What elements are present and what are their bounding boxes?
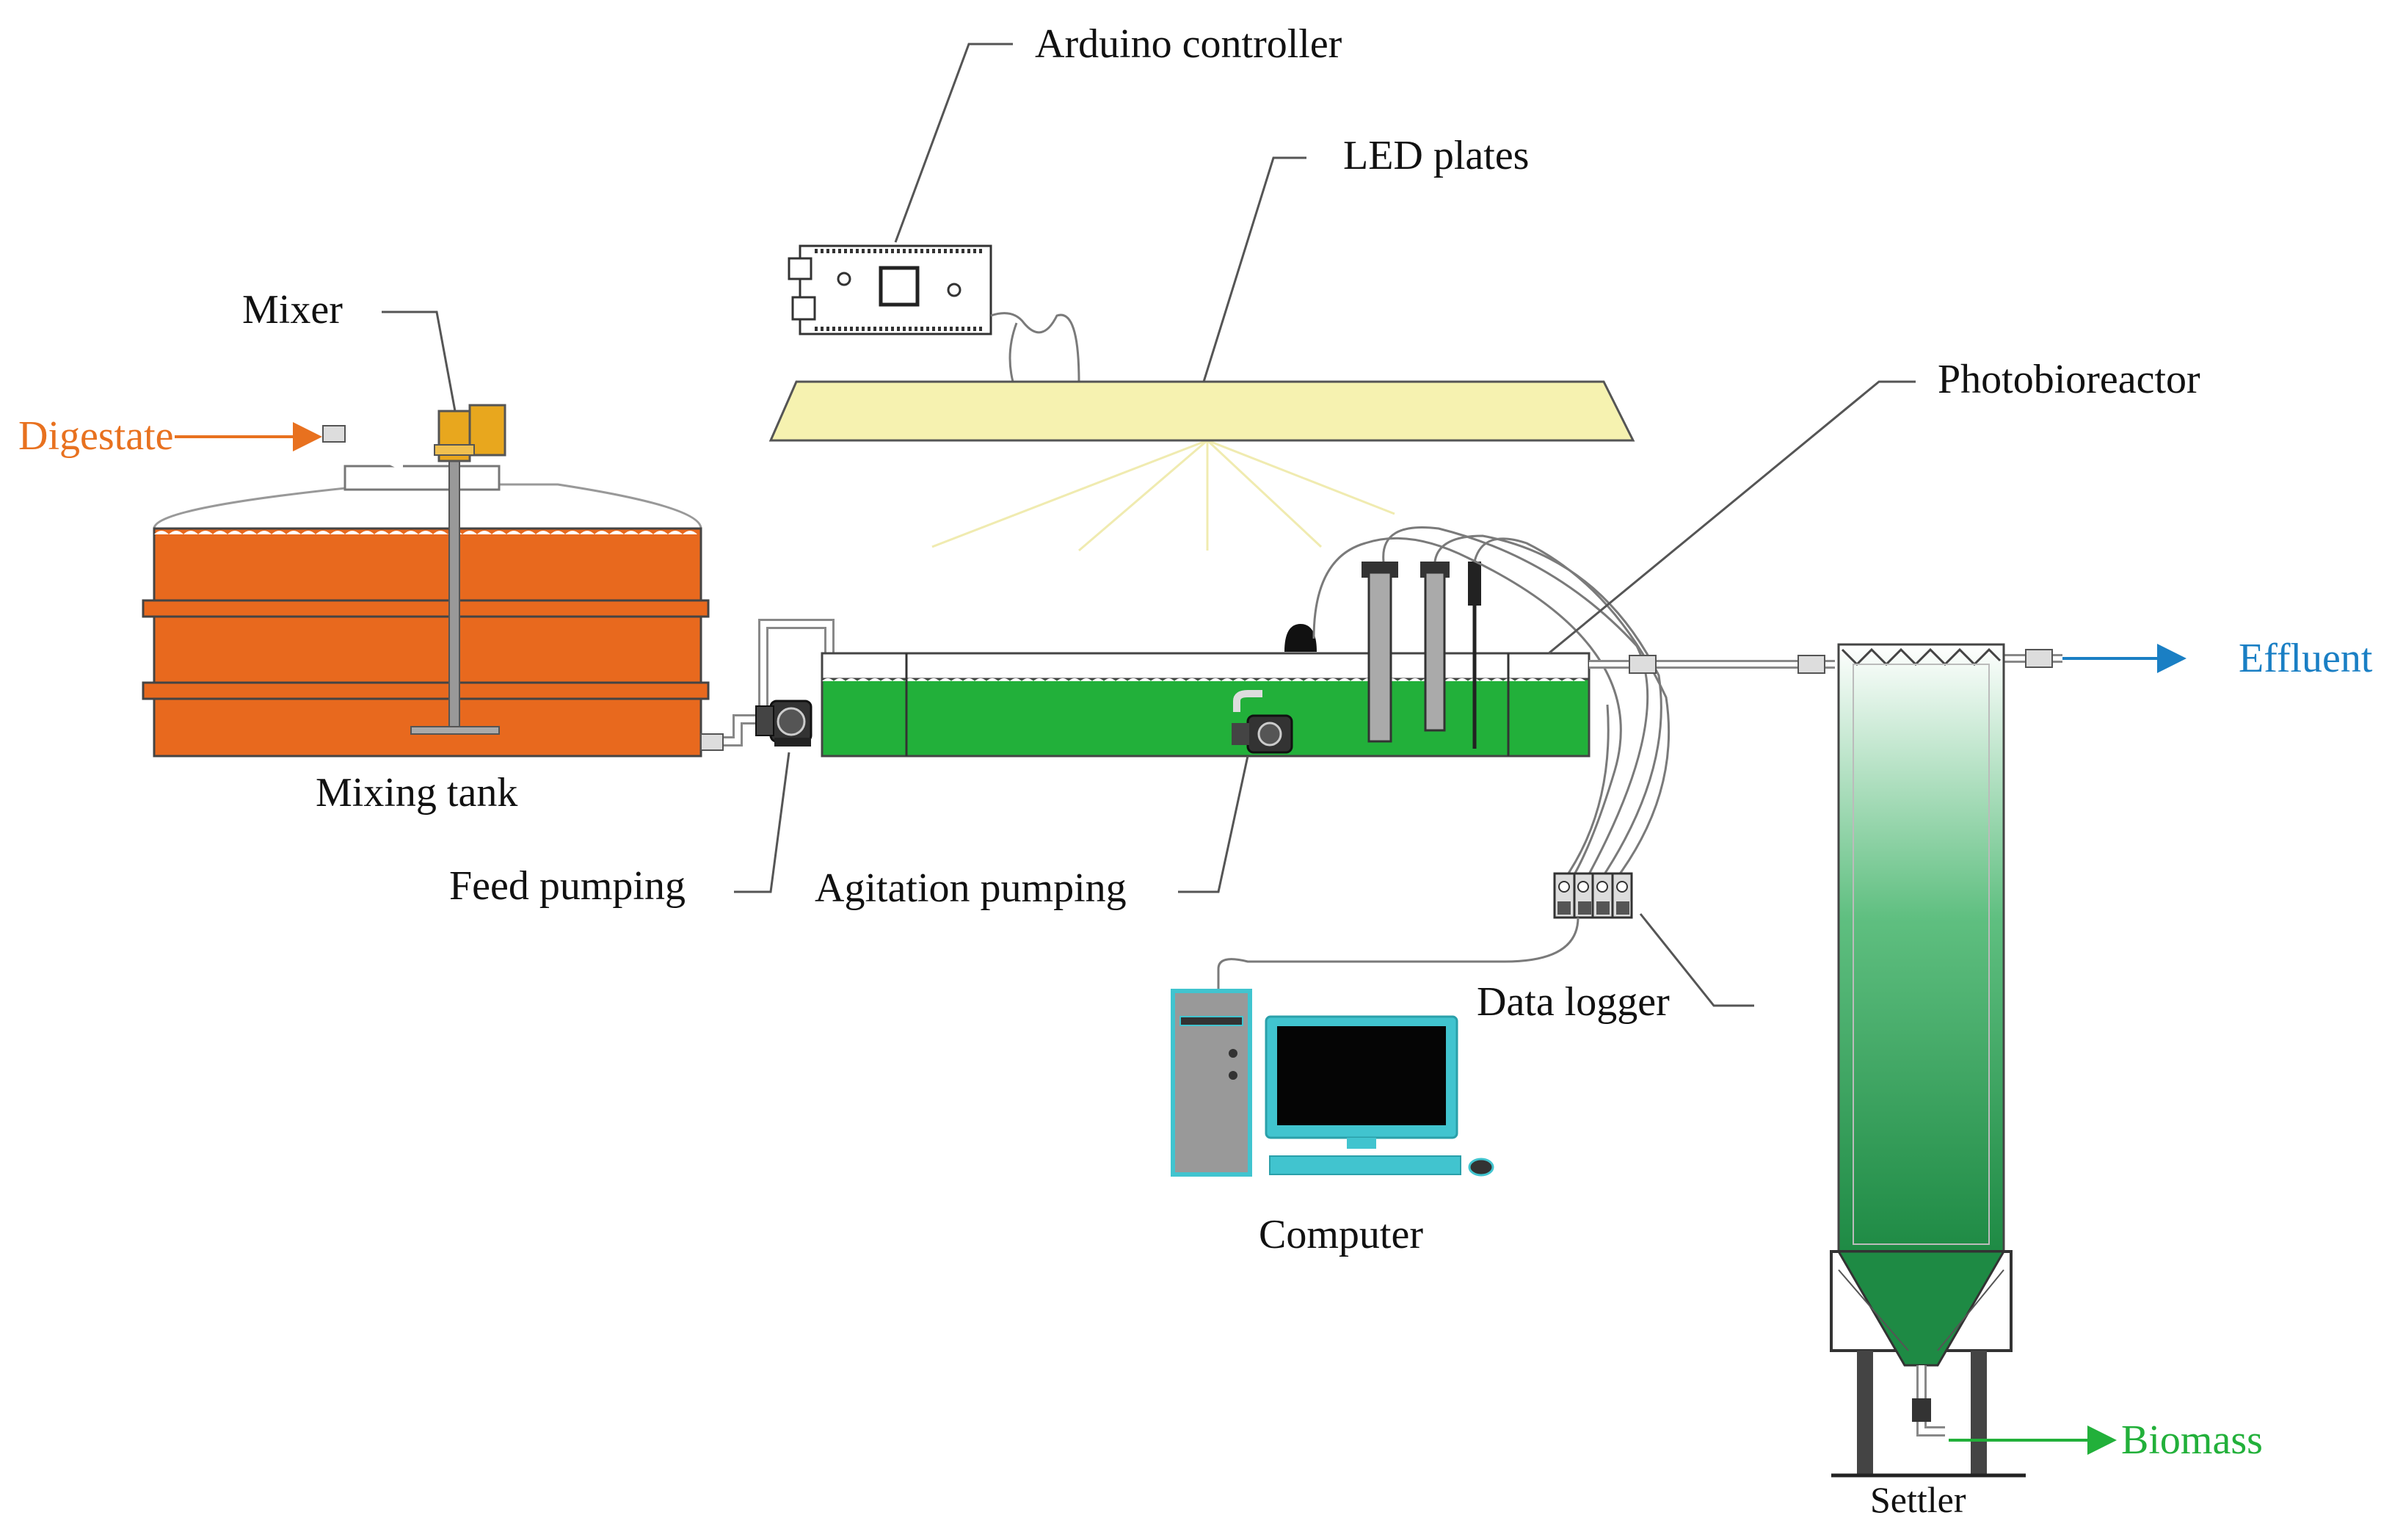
data-logger bbox=[1553, 872, 1633, 919]
label-arduino: Arduino controller bbox=[1035, 21, 1342, 67]
agitation-pump-icon bbox=[1232, 690, 1293, 754]
label-photobioreactor: Photobioreactor bbox=[1938, 357, 2200, 402]
label-mixer: Mixer bbox=[242, 287, 343, 333]
mixing-tank bbox=[142, 454, 710, 758]
label-data-logger: Data logger bbox=[1477, 979, 1670, 1025]
label-mixing-tank: Mixing tank bbox=[316, 770, 517, 816]
probe-cables bbox=[1312, 526, 1671, 882]
label-led: LED plates bbox=[1343, 133, 1529, 178]
digestate-inlet bbox=[322, 425, 403, 470]
label-biomass: Biomass bbox=[2121, 1417, 2263, 1463]
logger-cable bbox=[1217, 917, 1579, 991]
valve-icon bbox=[1629, 655, 1657, 674]
settler bbox=[1830, 643, 2026, 1478]
mixer-motor bbox=[434, 404, 506, 462]
led-plate bbox=[768, 380, 1635, 442]
label-agitation-pumping: Agitation pumping bbox=[815, 865, 1127, 911]
label-feed-pumping: Feed pumping bbox=[449, 863, 686, 909]
label-effluent: Effluent bbox=[2239, 636, 2373, 681]
computer bbox=[1171, 989, 1494, 1177]
photobioreactor bbox=[821, 562, 1591, 758]
effluent-pipe bbox=[1589, 649, 2062, 674]
monitor-icon bbox=[1265, 1015, 1458, 1149]
label-computer: Computer bbox=[1259, 1212, 1423, 1257]
feed-pump-icon bbox=[755, 700, 813, 747]
label-settler: Settler bbox=[1870, 1479, 1966, 1520]
valve-icon bbox=[322, 425, 346, 443]
light-rays bbox=[931, 439, 1395, 552]
arduino-board bbox=[788, 244, 1080, 382]
label-digestate: Digestate bbox=[18, 413, 173, 459]
leader-lines bbox=[382, 43, 1916, 1007]
